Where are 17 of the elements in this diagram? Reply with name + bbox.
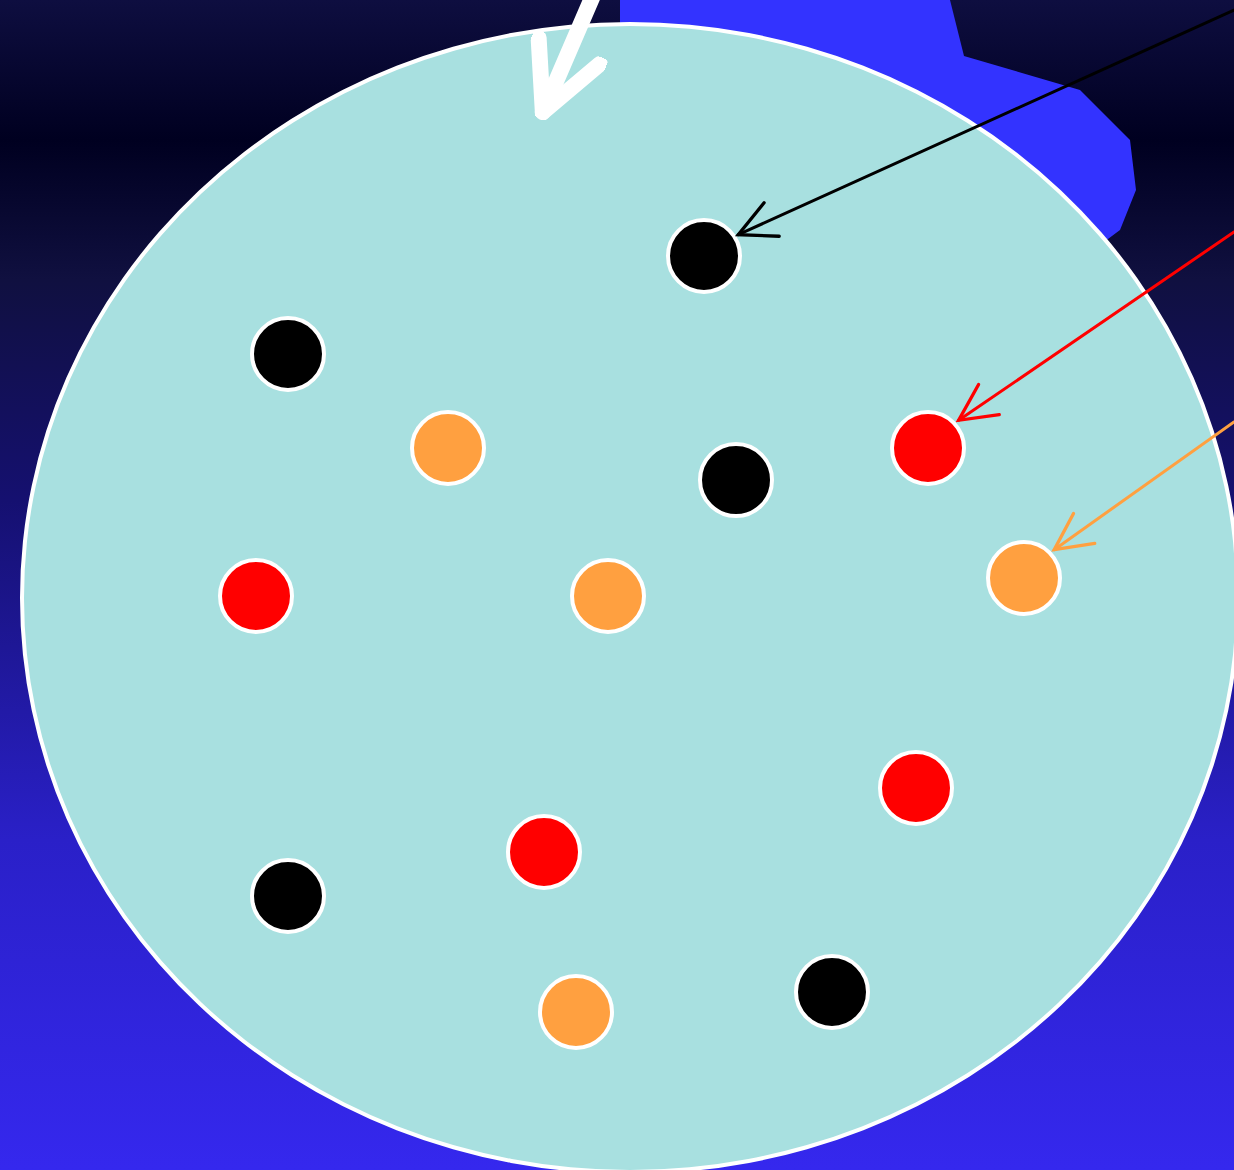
dot (506, 814, 582, 890)
dot (250, 858, 326, 934)
dot (410, 410, 486, 486)
dot (570, 558, 646, 634)
arrow (736, 8, 1234, 238)
arrow (957, 230, 1234, 422)
dot (250, 316, 326, 392)
dot (666, 218, 742, 294)
dot (218, 558, 294, 634)
dot (794, 954, 870, 1030)
arrow (530, 0, 608, 121)
dot (538, 974, 614, 1050)
dot (698, 442, 774, 518)
dot (890, 410, 966, 486)
dot (986, 540, 1062, 616)
dot (878, 750, 954, 826)
arrow (1052, 420, 1234, 552)
